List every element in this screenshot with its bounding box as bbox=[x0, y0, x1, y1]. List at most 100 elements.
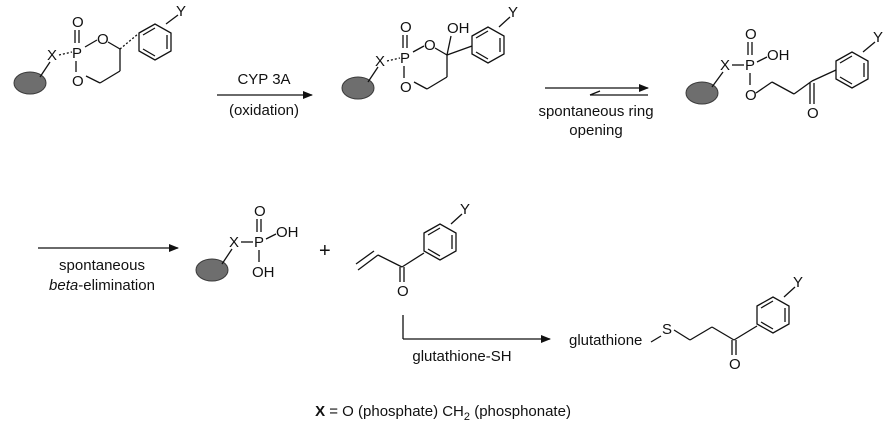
molecule-glutathione-adduct: glutathione S O Y bbox=[569, 274, 803, 373]
phenyl-5-double-a bbox=[427, 227, 441, 236]
molecule-cyclic-prodrug: X P O O O Y bbox=[13, 3, 186, 95]
reaction-step-oxidation: CYP 3A (oxidation) bbox=[217, 71, 313, 119]
step3-label-line1: spontaneous bbox=[59, 257, 145, 274]
bond-ch2-co-3 bbox=[793, 80, 813, 95]
glutathione-label: glutathione bbox=[569, 332, 642, 349]
bond-p-o-ring-2 bbox=[412, 45, 425, 53]
atom-ring-o-1: O bbox=[97, 31, 109, 48]
protein-blob-2 bbox=[341, 76, 375, 100]
protein-blob-3 bbox=[685, 81, 719, 105]
reaction-step-ring-opening: spontaneous ring opening bbox=[538, 84, 654, 139]
atom-y-2: Y bbox=[508, 4, 518, 21]
bond-blob-x-3 bbox=[711, 71, 724, 88]
bond-aryl-y-6 bbox=[783, 286, 796, 298]
atom-ketone-o-6: O bbox=[729, 356, 741, 373]
step2-label-line1: spontaneous ring bbox=[538, 103, 653, 120]
bond-co-aryl-5 bbox=[401, 252, 425, 268]
bond-aryl-y-2 bbox=[498, 16, 511, 28]
bond-co-aryl-3 bbox=[811, 69, 837, 82]
arrow-back-head bbox=[589, 90, 601, 96]
atom-y-3: Y bbox=[873, 29, 883, 46]
phenyl-ring-2 bbox=[471, 26, 505, 64]
step3-label-line2: beta-elimination bbox=[49, 277, 155, 294]
atom-y-6: Y bbox=[793, 274, 803, 291]
bond-c5-c6 bbox=[99, 70, 121, 84]
legend-x-definition: X = O (phosphate) CH2 (phosphonate) bbox=[315, 403, 571, 423]
phenyl-6-double-c bbox=[760, 321, 774, 330]
bond-vinyl-double bbox=[355, 250, 375, 265]
atom-ester-o-3: O bbox=[745, 87, 757, 104]
atom-oh-4a: OH bbox=[276, 224, 299, 241]
atom-ring-o-2: O bbox=[72, 73, 84, 90]
atom-ketone-o-5: O bbox=[397, 283, 409, 300]
atom-p-2: P bbox=[400, 50, 410, 67]
bond-ch2-ch2-3 bbox=[771, 81, 795, 95]
atom-ring-o-2a: O bbox=[424, 37, 436, 54]
phenyl-2-double-a bbox=[475, 30, 489, 39]
bond-p-oh-3 bbox=[756, 56, 768, 63]
molecule-phosphonic-acid: X P O OH OH bbox=[195, 203, 299, 282]
step3-label-rest: -elimination bbox=[78, 277, 155, 294]
phenyl-6-double-a bbox=[760, 300, 774, 309]
bond-s-ch2 bbox=[673, 329, 691, 341]
bond-c5-c6-2 bbox=[426, 76, 448, 90]
phenyl-1-double-c bbox=[142, 48, 156, 57]
atom-oh-3: OH bbox=[767, 47, 790, 64]
atom-oh-4b: OH bbox=[252, 264, 275, 281]
atom-y-1: Y bbox=[176, 3, 186, 20]
step1-label-bottom: (oxidation) bbox=[229, 102, 299, 119]
step3-label-beta: beta bbox=[49, 277, 78, 294]
bond-gsh-s bbox=[650, 335, 662, 343]
bond-ch2-ch2-6 bbox=[689, 326, 713, 341]
bond-vinyl-single bbox=[357, 254, 379, 271]
bond-o-ch2-3 bbox=[755, 81, 773, 94]
legend-text-b: (phosphonate) bbox=[470, 403, 571, 420]
phenyl-ring-6 bbox=[756, 296, 790, 334]
atom-x-2: X bbox=[375, 53, 385, 70]
bond-blob-x bbox=[39, 61, 51, 78]
atom-p-3: P bbox=[745, 57, 755, 74]
phenyl-ring-5 bbox=[423, 223, 457, 261]
step4-reagent-label: glutathione-SH bbox=[412, 348, 511, 365]
atom-s-6: S bbox=[662, 321, 672, 338]
bond-vinyl-co bbox=[377, 254, 403, 268]
bond-co-aryl-6 bbox=[733, 325, 758, 341]
plus-sign: + bbox=[319, 240, 331, 262]
bond-c6-o-2 bbox=[413, 81, 428, 90]
legend-subscript: 2 bbox=[464, 411, 470, 423]
atom-p-1: P bbox=[72, 45, 82, 62]
phenyl-2-double-c bbox=[475, 51, 489, 60]
phenyl-1-double-a bbox=[142, 27, 156, 36]
atom-x-3: X bbox=[720, 57, 730, 74]
reaction-step-beta-elimination: spontaneous beta-elimination bbox=[38, 244, 179, 294]
bond-aryl-y-5 bbox=[450, 213, 463, 225]
phenyl-ring-1 bbox=[138, 23, 172, 61]
atom-oxo-4: O bbox=[254, 203, 266, 220]
bond-aryl-y-1 bbox=[165, 14, 179, 25]
bond-x-p-2 bbox=[386, 57, 401, 62]
legend-x-bold: X bbox=[315, 403, 325, 420]
bond-c6-o bbox=[85, 75, 101, 84]
atom-oxo-3: O bbox=[745, 26, 757, 43]
step2-label-line2: opening bbox=[569, 122, 622, 139]
bond-o-c4-2 bbox=[434, 47, 448, 56]
atom-y-5: Y bbox=[460, 201, 470, 218]
step1-label-top: CYP 3A bbox=[237, 71, 290, 88]
bond-p-oh-4a bbox=[265, 233, 277, 240]
atom-oxo-1: O bbox=[72, 14, 84, 31]
molecule-ring-opened: X P O OH O O Y bbox=[685, 26, 883, 122]
atom-oxo-2: O bbox=[400, 19, 412, 36]
legend-text-a: = O (phosphate) CH bbox=[325, 403, 464, 420]
bond-p-o-ring bbox=[84, 39, 98, 48]
bond-c4-oh bbox=[446, 35, 452, 56]
phenyl-ring-3 bbox=[835, 51, 869, 89]
bond-o-c4 bbox=[107, 41, 121, 50]
bond-blob-x-4 bbox=[221, 248, 233, 265]
bond-ch2-co-6 bbox=[711, 326, 735, 341]
phenyl-3-double-c bbox=[839, 76, 853, 85]
phenyl-3-double-a bbox=[839, 55, 853, 64]
protein-blob-4 bbox=[195, 258, 229, 282]
bond-c4-aryl-2 bbox=[446, 45, 473, 56]
bond-blob-x-2 bbox=[367, 66, 379, 83]
atom-x-4: X bbox=[229, 234, 239, 251]
